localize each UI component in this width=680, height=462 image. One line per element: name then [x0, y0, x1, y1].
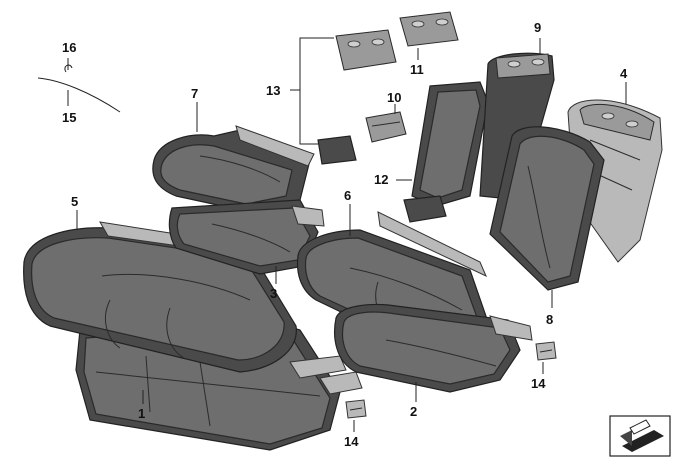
- label-14-left: 14: [344, 434, 359, 449]
- part-11-headrest-cap[interactable]: [399, 11, 459, 47]
- seat-view-icon: [609, 415, 671, 457]
- label-10: 10: [387, 90, 401, 105]
- label-11: 11: [410, 62, 424, 77]
- label-9: 9: [534, 20, 541, 35]
- label-15: 15: [62, 110, 76, 125]
- label-8: 8: [546, 312, 553, 327]
- label-1: 1: [138, 406, 145, 421]
- part-9-backrest-center[interactable]: [479, 52, 555, 201]
- label-14-right: 14: [531, 376, 546, 391]
- part-3-seat-base[interactable]: [168, 199, 325, 275]
- label-7: 7: [191, 86, 198, 101]
- label-12: 12: [374, 172, 388, 187]
- part-14-clip-right[interactable]: [535, 341, 557, 361]
- label-16: 16: [62, 40, 76, 55]
- label-5: 5: [71, 194, 78, 209]
- label-4: 4: [620, 66, 628, 81]
- label-3: 3: [270, 286, 277, 301]
- part-16-cable[interactable]: [37, 58, 121, 113]
- part-14-clip-left[interactable]: [345, 399, 367, 419]
- part-13-headrest-caps[interactable]: [317, 29, 397, 165]
- part-7-seat-cushion[interactable]: [152, 125, 315, 213]
- part-2-seat-base[interactable]: [334, 303, 533, 393]
- part-10-cover[interactable]: [365, 111, 407, 143]
- part-12-armrest[interactable]: [403, 81, 489, 223]
- label-13: 13: [266, 83, 280, 98]
- part-8-backrest-cushion[interactable]: [489, 126, 605, 291]
- label-2: 2: [410, 404, 417, 419]
- label-6: 6: [344, 188, 351, 203]
